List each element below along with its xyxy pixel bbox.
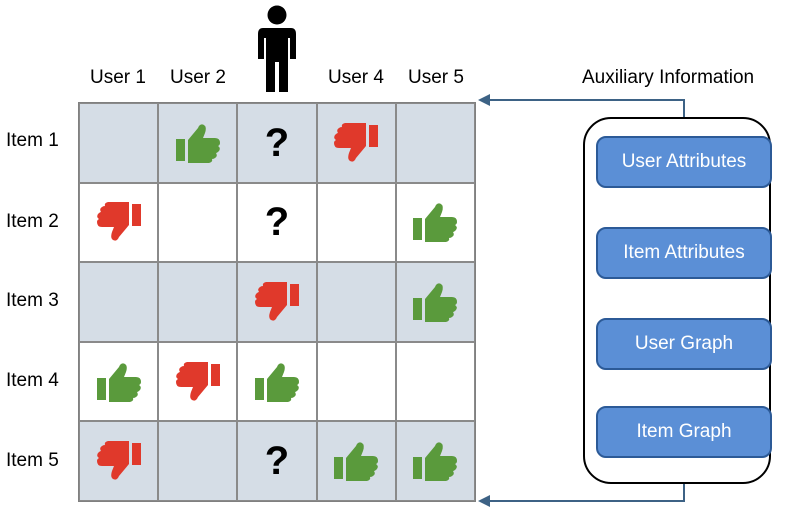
thumbs-up-icon bbox=[413, 203, 458, 243]
matrix-cell bbox=[316, 182, 396, 263]
column-header-user-1: User 1 bbox=[90, 67, 146, 88]
thumbs-down-icon bbox=[175, 361, 220, 401]
thumbs-down-icon bbox=[334, 122, 379, 162]
column-header-user-4: User 4 bbox=[328, 67, 384, 88]
matrix-cell bbox=[158, 421, 238, 501]
matrix-cell: ? bbox=[237, 182, 317, 263]
thumbs-up-icon bbox=[334, 442, 379, 482]
matrix-cell bbox=[316, 421, 396, 501]
matrix-cell bbox=[395, 182, 475, 263]
matrix-cell bbox=[79, 262, 159, 342]
user-item-matrix: ??? bbox=[78, 102, 476, 502]
person-icon bbox=[258, 5, 296, 92]
item-graph-box: Item Graph bbox=[596, 406, 772, 458]
matrix-cell bbox=[316, 341, 396, 422]
matrix-cell bbox=[79, 103, 159, 183]
unknown-rating-mark: ? bbox=[264, 120, 290, 165]
matrix-cell bbox=[395, 103, 475, 183]
thumbs-up-icon bbox=[175, 124, 220, 163]
row-header-item-1: Item 1 bbox=[6, 130, 59, 151]
matrix-cell bbox=[316, 262, 396, 342]
matrix-cell: ? bbox=[237, 421, 317, 501]
thumbs-up-icon bbox=[96, 363, 141, 402]
column-header-user-5: User 5 bbox=[408, 67, 464, 88]
matrix-cell bbox=[237, 262, 317, 342]
auxiliary-information-panel bbox=[583, 117, 771, 484]
thumbs-down-icon bbox=[96, 202, 141, 241]
arrowhead-top bbox=[478, 94, 490, 106]
target-user-header bbox=[252, 4, 302, 94]
thumbs-down-icon bbox=[96, 441, 141, 480]
matrix-cell bbox=[79, 421, 159, 501]
matrix-cell bbox=[79, 182, 159, 263]
auxiliary-information-title: Auxiliary Information bbox=[582, 67, 755, 88]
row-header-item-5: Item 5 bbox=[6, 450, 59, 471]
matrix-cell bbox=[158, 103, 238, 183]
user-graph-box: User Graph bbox=[596, 318, 772, 370]
row-header-item-3: Item 3 bbox=[6, 290, 59, 311]
connector-arrow-top bbox=[488, 99, 685, 117]
thumbs-up-icon bbox=[413, 283, 458, 322]
row-header-item-2: Item 2 bbox=[6, 211, 59, 232]
user-attributes-box: User Attributes bbox=[596, 136, 772, 188]
arrowhead-bottom bbox=[478, 495, 490, 507]
column-header-user-2: User 2 bbox=[170, 67, 226, 88]
matrix-cell: ? bbox=[237, 103, 317, 183]
matrix-cell bbox=[395, 341, 475, 422]
matrix-cell bbox=[395, 421, 475, 501]
connector-arrow-bottom bbox=[488, 484, 685, 502]
matrix-cell bbox=[158, 262, 238, 342]
item-attributes-box: Item Attributes bbox=[596, 227, 772, 279]
unknown-rating-mark: ? bbox=[264, 200, 290, 245]
matrix-cell bbox=[158, 341, 238, 422]
matrix-cell bbox=[79, 341, 159, 422]
thumbs-down-icon bbox=[254, 281, 299, 321]
unknown-rating-mark: ? bbox=[264, 439, 290, 484]
matrix-cell bbox=[158, 182, 238, 263]
thumbs-up-icon bbox=[254, 363, 299, 402]
thumbs-up-icon bbox=[413, 442, 458, 482]
matrix-cell bbox=[316, 103, 396, 183]
matrix-cell bbox=[395, 262, 475, 342]
matrix-cell bbox=[237, 341, 317, 422]
row-header-item-4: Item 4 bbox=[6, 370, 59, 391]
